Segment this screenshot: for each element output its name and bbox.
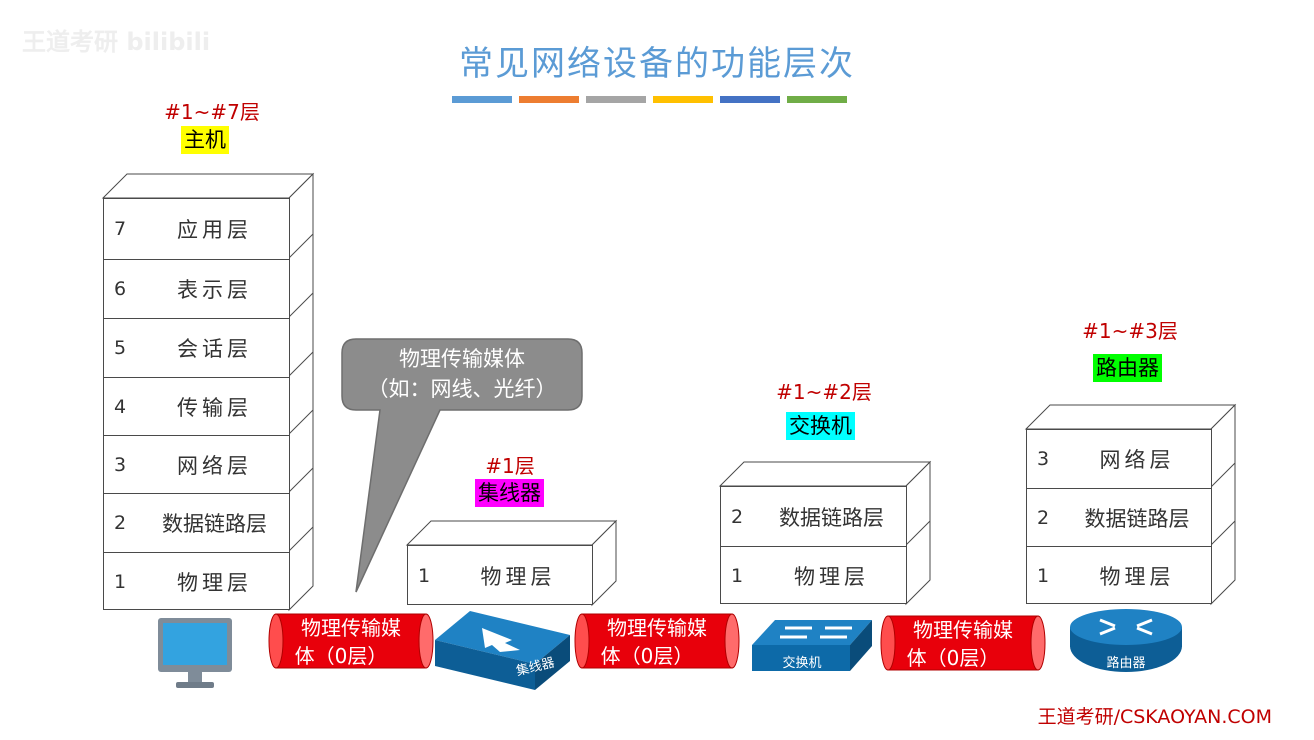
router-layer-stack: 3 网络层 2 数据链路层 1 物理层 xyxy=(1026,429,1212,604)
router-stack-top xyxy=(1024,404,1237,430)
hub-name-label: 集线器 xyxy=(475,479,544,507)
layer-number: 2 xyxy=(731,505,744,528)
switch-stack-top xyxy=(718,461,932,487)
router-icon-caption: 路由器 xyxy=(1106,656,1146,671)
host-layer-5: 5 会话层 xyxy=(104,318,289,377)
watermark-logo: 王道考研 bilibili xyxy=(22,28,211,56)
layer-name: 传输层 xyxy=(177,395,252,420)
switch-device-icon xyxy=(752,620,872,671)
layer-number: 6 xyxy=(114,278,127,300)
router-level-label: #1~#3层 xyxy=(1082,319,1178,343)
switch-level-label: #1~#2层 xyxy=(776,380,872,404)
host-layer-6: 6 表示层 xyxy=(104,259,289,318)
host-layer-1: 1 物理层 xyxy=(104,552,289,611)
media-cylinder-3 xyxy=(880,615,1046,671)
media-3-line-1: 物理传输媒 xyxy=(913,618,1013,642)
router-stack-side-line xyxy=(1210,462,1236,488)
callout-line-2: （如：网线、光纤） xyxy=(367,377,557,401)
layer-name: 物理层 xyxy=(1099,565,1175,589)
router-device-icon xyxy=(1070,609,1182,672)
callout-line-1: 物理传输媒体 xyxy=(399,347,525,371)
router-layer-1: 1 物理层 xyxy=(1027,546,1211,605)
media-3-line-2: 体（0层） xyxy=(906,646,1000,670)
layer-name: 数据链路层 xyxy=(162,512,267,536)
switch-layer-2: 2 数据链路层 xyxy=(721,487,906,546)
accent-bar xyxy=(653,96,713,103)
switch-name-label: 交换机 xyxy=(786,412,855,440)
media-1-line-1: 物理传输媒 xyxy=(301,616,401,640)
router-layer-3: 3 网络层 xyxy=(1027,430,1211,488)
hub-layer-1: 1 物理层 xyxy=(408,546,592,606)
layer-number: 1 xyxy=(731,565,744,587)
layer-number: 2 xyxy=(1037,506,1050,529)
router-stack-side xyxy=(1210,403,1236,606)
layer-name: 网络层 xyxy=(177,453,252,478)
host-layer-7: 7 应用层 xyxy=(104,199,289,259)
layer-name: 物理层 xyxy=(480,565,556,589)
accent-bar xyxy=(586,96,646,103)
router-stack-side-line xyxy=(1210,520,1236,546)
host-stack-top xyxy=(101,173,315,199)
router-layer-2: 2 数据链路层 xyxy=(1027,488,1211,546)
layer-name: 数据链路层 xyxy=(779,505,884,530)
layer-name: 数据链路层 xyxy=(1084,506,1190,531)
slide-title: 常见网络设备的功能层次 xyxy=(459,44,855,84)
layer-number: 3 xyxy=(114,453,127,476)
hub-stack-top xyxy=(405,520,618,546)
media-2-line-2: 体（0层） xyxy=(600,644,694,668)
accent-bar xyxy=(519,96,579,103)
layer-number: 1 xyxy=(114,571,127,593)
layer-name: 物理层 xyxy=(177,571,252,595)
layer-number: 5 xyxy=(114,337,127,359)
host-layer-3: 3 网络层 xyxy=(104,435,289,493)
switch-stack-side-line xyxy=(905,520,931,546)
layer-name: 应用层 xyxy=(177,218,252,242)
accent-bar xyxy=(720,96,780,103)
layer-number: 7 xyxy=(114,218,127,240)
media-cylinder-1 xyxy=(268,613,434,669)
host-stack-side-lines xyxy=(288,233,314,552)
switch-layer-1: 1 物理层 xyxy=(721,546,906,605)
hub-device-icon xyxy=(435,611,570,690)
hub-layer-stack: 1 物理层 xyxy=(407,545,593,605)
host-layer-2: 2 数据链路层 xyxy=(104,493,289,552)
layer-name: 表示层 xyxy=(177,278,252,302)
media-2-line-1: 物理传输媒 xyxy=(607,616,707,640)
switch-icon-caption: 交换机 xyxy=(782,656,822,671)
layer-number: 3 xyxy=(1037,448,1050,470)
layer-name: 网络层 xyxy=(1099,448,1175,472)
host-layer-stack: 7 应用层 6 表示层 5 会话层 4 传输层 3 网络层 2 数据链路层 1 … xyxy=(103,198,290,610)
accent-bar xyxy=(787,96,847,103)
host-name-label: 主机 xyxy=(181,126,229,154)
media-cylinder-2 xyxy=(574,613,740,669)
computer-monitor-icon xyxy=(158,618,232,688)
media-1-line-2: 体（0层） xyxy=(294,644,388,668)
switch-layer-stack: 2 数据链路层 1 物理层 xyxy=(720,486,907,604)
callout-bubble xyxy=(341,338,583,593)
layer-number: 2 xyxy=(114,512,127,534)
router-name-label: 路由器 xyxy=(1093,354,1162,382)
footer-brand: 王道考研/CSKAOYAN.COM xyxy=(1037,706,1272,728)
layer-number: 4 xyxy=(114,395,127,418)
layer-number: 1 xyxy=(418,565,431,587)
host-layer-4: 4 传输层 xyxy=(104,377,289,435)
host-stack-side xyxy=(288,172,314,612)
host-level-label: #1~#7层 xyxy=(164,100,260,124)
layer-name: 物理层 xyxy=(794,565,869,589)
layer-name: 会话层 xyxy=(177,337,252,361)
layer-number: 1 xyxy=(1037,565,1050,587)
accent-bar xyxy=(452,96,512,103)
hub-level-label: #1层 xyxy=(485,454,535,478)
